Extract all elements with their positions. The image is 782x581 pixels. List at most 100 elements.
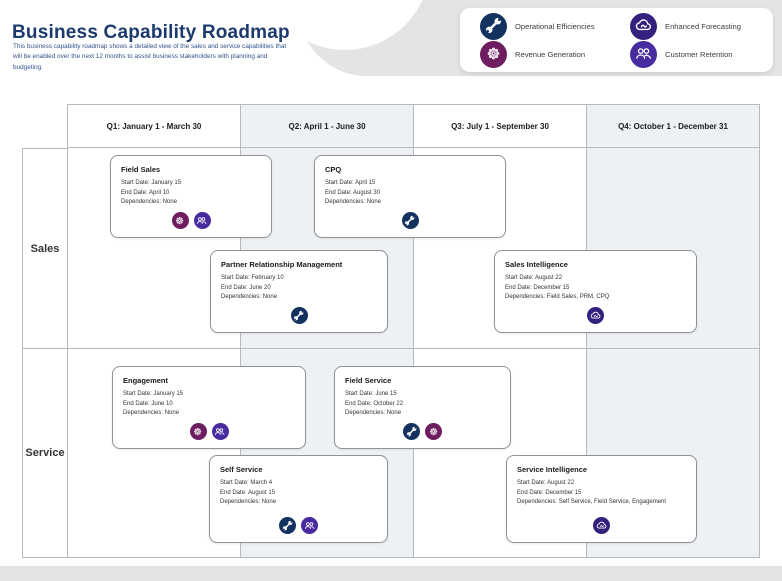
card-title: Field Sales bbox=[121, 165, 161, 174]
card-dependencies: Dependencies: None bbox=[220, 499, 377, 505]
field-value: January 15 bbox=[153, 391, 184, 397]
legend-item-label: Operational Efficiencies bbox=[515, 21, 595, 31]
card-title: Field Service bbox=[345, 376, 392, 385]
card-end-date: End Date: August 30 bbox=[325, 190, 495, 196]
field-label: End Date: bbox=[123, 400, 150, 407]
card-benefit-icons bbox=[221, 307, 377, 326]
card-benefit-icons bbox=[505, 307, 686, 326]
field-label: Dependencies: bbox=[345, 410, 386, 416]
legend-item-label: Revenue Generation bbox=[515, 49, 586, 59]
row-label-service: Service bbox=[22, 348, 67, 558]
wrench-icon bbox=[279, 517, 296, 534]
benefits-legend: Operational Efficiencies Enhanced Forecas… bbox=[460, 8, 773, 72]
field-value: October 22 bbox=[373, 400, 404, 407]
capability-card-sales-intelligence: Sales Intelligence Start Date: August 22… bbox=[494, 250, 697, 333]
field-value: None bbox=[162, 199, 178, 205]
legend-item-operational-efficiencies: Operational Efficiencies bbox=[480, 12, 630, 40]
grid-corner-cell bbox=[22, 104, 67, 148]
field-value: August 22 bbox=[535, 275, 563, 281]
field-value: Field Sales, PRM, CPQ bbox=[546, 294, 610, 300]
field-value: August 22 bbox=[547, 480, 575, 486]
field-value: April 15 bbox=[355, 180, 376, 186]
field-label: Dependencies: bbox=[221, 294, 262, 300]
field-label: Start Date: bbox=[325, 180, 354, 186]
field-label: Start Date: bbox=[121, 180, 150, 186]
card-start-date: Start Date: June 15 bbox=[345, 391, 500, 397]
wrench-icon bbox=[403, 423, 420, 440]
field-label: Dependencies: bbox=[505, 294, 546, 300]
card-end-date: End Date: December 15 bbox=[517, 490, 686, 496]
wrench-icon bbox=[290, 307, 308, 324]
card-end-date: End Date: August 15 bbox=[220, 490, 377, 496]
flower-icon bbox=[189, 423, 207, 440]
card-benefit-icons bbox=[345, 423, 500, 442]
field-label: End Date: bbox=[325, 189, 352, 196]
field-label: End Date: bbox=[221, 284, 248, 291]
card-start-date: Start Date: February 10 bbox=[221, 275, 377, 281]
field-label: Dependencies: bbox=[517, 499, 558, 505]
people-icon bbox=[630, 40, 657, 68]
field-label: Start Date: bbox=[517, 480, 546, 486]
card-dependencies: Dependencies: None bbox=[123, 410, 295, 416]
card-title: Partner Relationship Management bbox=[221, 260, 343, 269]
capability-card-field-service: Field Service Start Date: June 15 End Da… bbox=[334, 366, 511, 449]
field-value: Self Service, Field Service, Engagement bbox=[558, 499, 667, 505]
quarter-header-q2: Q2: April 1 - June 30 bbox=[240, 104, 413, 148]
field-label: End Date: bbox=[517, 489, 544, 496]
people-icon bbox=[301, 517, 318, 534]
wrench-icon bbox=[480, 12, 507, 40]
field-label: Dependencies: bbox=[325, 199, 366, 205]
card-dependencies: Dependencies: Self Service, Field Servic… bbox=[517, 499, 686, 505]
field-label: End Date: bbox=[220, 489, 247, 496]
card-start-date: Start Date: August 22 bbox=[517, 480, 686, 486]
card-start-date: Start Date: March 4 bbox=[220, 480, 377, 486]
field-value: June 20 bbox=[249, 284, 271, 291]
card-benefit-icons bbox=[517, 517, 686, 536]
field-value: June 10 bbox=[151, 400, 173, 407]
card-start-date: Start Date: April 15 bbox=[325, 180, 495, 186]
card-title: Sales Intelligence bbox=[505, 260, 568, 269]
page-title: Business Capability Roadmap bbox=[12, 22, 290, 43]
legend-item-customer-retention: Customer Retention bbox=[630, 40, 773, 68]
field-label: End Date: bbox=[505, 284, 532, 291]
field-label: Dependencies: bbox=[220, 499, 261, 505]
field-value: April 10 bbox=[149, 189, 170, 196]
legend-item-enhanced-forecasting: Enhanced Forecasting bbox=[630, 12, 773, 40]
quarter-header-q4: Q4: October 1 - December 31 bbox=[586, 104, 760, 148]
field-label: Start Date: bbox=[123, 391, 152, 397]
card-benefit-icons bbox=[121, 212, 261, 231]
card-title: Service Intelligence bbox=[517, 465, 588, 474]
cloud-icon bbox=[587, 307, 604, 324]
bottom-bar bbox=[0, 566, 782, 581]
wrench-icon bbox=[401, 212, 419, 229]
capability-card-field-sales: Field Sales Start Date: January 15 End D… bbox=[110, 155, 272, 238]
card-end-date: End Date: October 22 bbox=[345, 401, 500, 407]
capability-card-service-intelligence: Service Intelligence Start Date: August … bbox=[506, 455, 697, 543]
card-benefit-icons bbox=[123, 423, 295, 442]
capability-card-cpq: CPQ Start Date: April 15 End Date: Augus… bbox=[314, 155, 506, 238]
card-dependencies: Dependencies: None bbox=[121, 199, 261, 205]
field-value: February 10 bbox=[251, 275, 284, 281]
cloud-icon bbox=[630, 12, 657, 40]
quarter-header-q3: Q3: July 1 - September 30 bbox=[413, 104, 586, 148]
legend-item-label: Enhanced Forecasting bbox=[665, 21, 741, 31]
field-label: Start Date: bbox=[220, 480, 249, 486]
cloud-icon bbox=[593, 517, 610, 534]
field-value: December 15 bbox=[545, 489, 582, 496]
people-icon bbox=[193, 212, 211, 229]
field-label: Dependencies: bbox=[123, 410, 164, 416]
field-label: End Date: bbox=[345, 400, 372, 407]
field-label: Start Date: bbox=[221, 275, 250, 281]
card-title: CPQ bbox=[325, 165, 342, 174]
field-value: None bbox=[261, 499, 277, 505]
capability-card-engagement: Engagement Start Date: January 15 End Da… bbox=[112, 366, 306, 449]
quarter-header-q1: Q1: January 1 - March 30 bbox=[67, 104, 240, 148]
field-label: Start Date: bbox=[505, 275, 534, 281]
page-subtitle: This business capability roadmap shows a… bbox=[13, 43, 287, 71]
flower-icon bbox=[425, 423, 442, 440]
card-start-date: Start Date: January 15 bbox=[123, 391, 295, 397]
card-dependencies: Dependencies: None bbox=[221, 294, 377, 300]
card-end-date: End Date: June 20 bbox=[221, 285, 377, 291]
card-end-date: End Date: June 10 bbox=[123, 401, 295, 407]
field-value: None bbox=[262, 294, 278, 300]
